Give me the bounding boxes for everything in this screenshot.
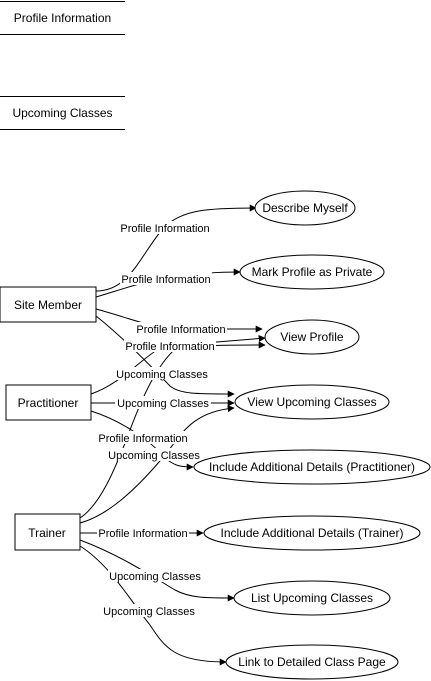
edge-label: Upcoming Classes — [108, 569, 202, 583]
actor-trainer: Trainer — [14, 513, 81, 551]
edge-label: Profile Information — [97, 431, 189, 445]
usecase-label: Include Additional Details (Trainer) — [221, 526, 404, 540]
actor-site-member: Site Member — [0, 286, 97, 323]
edge-label: Profile Information — [119, 221, 211, 235]
svg-text:Upcoming Classes: Upcoming Classes — [117, 398, 209, 410]
datastore-upcoming-classes: Upcoming Classes — [0, 96, 125, 130]
usecase-view-upcoming-classes: View Upcoming Classes — [234, 384, 390, 420]
svg-text:Profile Information: Profile Information — [120, 223, 209, 235]
svg-text:Upcoming Classes: Upcoming Classes — [108, 450, 200, 462]
datastore-profile-information: Profile Information — [0, 1, 125, 35]
usecase-label: View Upcoming Classes — [247, 395, 376, 409]
svg-text:Upcoming Classes: Upcoming Classes — [109, 571, 201, 583]
datastore-label: Profile Information — [13, 11, 112, 25]
usecase-view-profile: View Profile — [264, 319, 360, 355]
edge-trainer-view-profile — [79, 335, 266, 519]
actor-label: Practitioner — [18, 396, 79, 410]
svg-text:Profile Information: Profile Information — [125, 341, 214, 353]
svg-text:Profile Information: Profile Information — [98, 528, 187, 540]
usecase-label: Include Additional Details (Practitioner… — [209, 460, 415, 474]
usecase-list-upcoming-classes: List Upcoming Classes — [233, 580, 391, 616]
edge-labels: Profile Information Profile Information … — [97, 221, 227, 618]
svg-text:Upcoming Classes: Upcoming Classes — [116, 369, 208, 381]
usecase-link-detailed-class-page: Link to Detailed Class Page — [225, 644, 399, 680]
edge-label: Upcoming Classes — [107, 448, 201, 462]
edge-label: Profile Information — [135, 322, 227, 336]
svg-text:Upcoming Classes: Upcoming Classes — [103, 606, 195, 618]
usecase-label: Describe Myself — [262, 201, 348, 215]
usecase-label: View Profile — [280, 330, 343, 344]
edge-label: Profile Information — [124, 339, 216, 353]
usecase-include-details-practitioner: Include Additional Details (Practitioner… — [193, 449, 431, 485]
edge-trainer-link-detailed — [79, 545, 227, 666]
edge-site-member-view-upcoming — [95, 315, 235, 398]
actor-label: Site Member — [14, 298, 82, 312]
edge-label: Profile Information — [120, 272, 212, 286]
actor-label: Trainer — [28, 526, 66, 540]
usecase-label: Link to Detailed Class Page — [238, 655, 386, 669]
svg-text:Profile Information: Profile Information — [121, 274, 210, 286]
usecase-label: Mark Profile as Private — [252, 265, 373, 279]
usecase-mark-profile-private: Mark Profile as Private — [239, 254, 385, 290]
usecase-describe-myself: Describe Myself — [254, 190, 356, 226]
edge-trainer-list-upcoming — [79, 539, 235, 602]
actor-practitioner: Practitioner — [5, 384, 92, 421]
usecase-label: List Upcoming Classes — [251, 591, 373, 605]
edge-label: Upcoming Classes — [115, 367, 209, 381]
edge-label: Profile Information — [97, 526, 189, 540]
edge-label: Upcoming Classes — [102, 604, 196, 618]
usecase-include-details-trainer: Include Additional Details (Trainer) — [203, 515, 421, 551]
svg-text:Profile Information: Profile Information — [98, 433, 187, 445]
svg-text:Profile Information: Profile Information — [136, 324, 225, 336]
datastore-label: Upcoming Classes — [12, 106, 113, 120]
edge-label: Upcoming Classes — [115, 396, 211, 410]
